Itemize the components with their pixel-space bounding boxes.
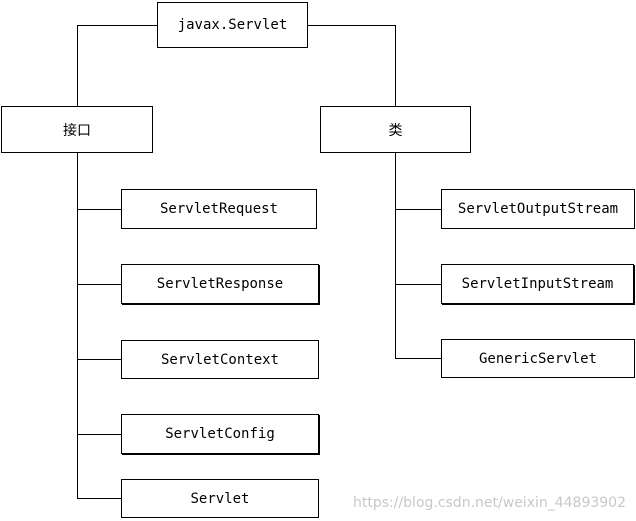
node-servlet-input-stream: ServletInputStream [441, 264, 634, 304]
node-label: ServletRequest [159, 201, 278, 217]
node-label: GenericServlet [478, 350, 597, 367]
node-label: ServletContext [160, 351, 279, 368]
connector-root-to-classes [308, 25, 396, 106]
connector-root-to-interfaces [77, 25, 158, 106]
root-node: javax.Servlet [157, 2, 308, 48]
classes-node-label: 类 [388, 122, 403, 139]
node-servlet: Servlet [121, 479, 319, 518]
node-servlet-context: ServletContext [121, 340, 319, 379]
node-servlet-request: ServletRequest [121, 189, 317, 229]
node-label: ServletInputStream [461, 276, 614, 292]
classes-node: 类 [320, 106, 471, 153]
node-label: ServletResponse [156, 276, 284, 292]
node-servlet-response: ServletResponse [121, 264, 319, 304]
node-servlet-output-stream: ServletOutputStream [441, 189, 635, 229]
node-label: ServletOutputStream [457, 201, 619, 217]
root-node-label: javax.Servlet [177, 17, 288, 33]
node-servlet-config: ServletConfig [121, 414, 319, 454]
interfaces-node-label: 接口 [63, 122, 91, 139]
node-label: ServletConfig [165, 426, 275, 442]
node-generic-servlet: GenericServlet [441, 339, 635, 378]
interfaces-node: 接口 [1, 106, 153, 153]
watermark-text: https://blog.csdn.net/weixin_44893902 [352, 495, 626, 511]
node-label: Servlet [190, 490, 250, 507]
